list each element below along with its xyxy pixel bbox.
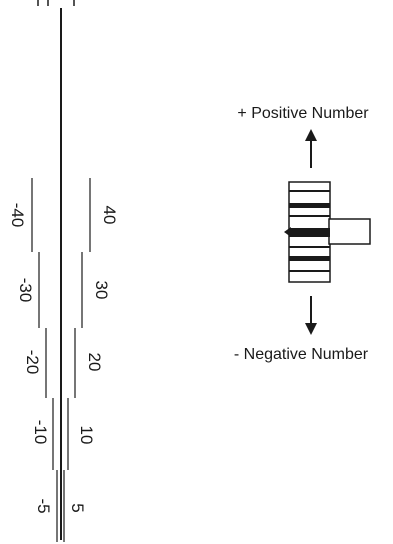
arrow-down-icon <box>305 296 317 335</box>
negative-scale-labels: -40 -30 -20 -10 -5 <box>8 203 53 514</box>
negative-number-label: - Negative Number <box>234 346 369 363</box>
positive-scale-labels: 40 30 20 10 5 <box>68 206 119 513</box>
pos-label-20: 20 <box>85 353 104 372</box>
neg-label-40: -40 <box>8 203 27 228</box>
pos-label-40: 40 <box>100 206 119 225</box>
arrow-up-icon <box>305 129 317 168</box>
pos-label-30: 30 <box>92 281 111 300</box>
negative-scale-lines <box>31 178 58 542</box>
positive-number-label: + Positive Number <box>237 105 369 122</box>
neg-label-30: -30 <box>16 278 35 303</box>
neg-label-20: -20 <box>23 350 42 375</box>
pos-label-10: 10 <box>77 426 96 445</box>
pos-label-5: 5 <box>68 503 87 512</box>
positive-scale-lines <box>63 178 91 542</box>
neg-label-5: -5 <box>34 498 53 513</box>
top-ticks <box>37 0 75 6</box>
neg-label-10: -10 <box>31 420 50 445</box>
thumbwheel-icon <box>284 181 371 283</box>
